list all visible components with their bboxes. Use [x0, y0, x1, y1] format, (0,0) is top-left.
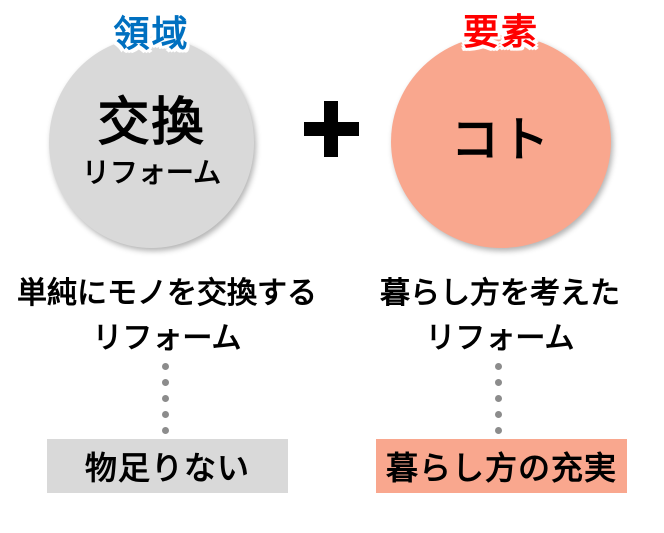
koto-circle: コト [391, 35, 611, 248]
connector-dot [495, 411, 502, 418]
result-box-unsatisfying: 物足りない [47, 439, 288, 493]
connector-dot [495, 395, 502, 402]
plus-vertical-bar [324, 101, 338, 157]
plus-icon: + [304, 101, 359, 157]
dotted-connector-right [495, 363, 502, 434]
element-tag-label: 要素 [462, 11, 539, 52]
koto-circle-title: コト [450, 114, 551, 168]
connector-dot [495, 427, 502, 434]
connector-dot [162, 395, 169, 402]
connector-dot [162, 411, 169, 418]
connector-dot [162, 379, 169, 386]
koto-caption-line2: リフォーム [425, 322, 575, 355]
connector-dot [162, 427, 169, 434]
exchange-reform-circle: 交換 リフォーム [49, 37, 254, 248]
plus-operator-text: + [304, 101, 305, 102]
koto-caption-line1: 暮らし方を考えた [380, 277, 620, 310]
exchange-circle-title: 交換 [97, 94, 206, 153]
exchange-caption-line1: 単純にモノを交換する [17, 277, 317, 310]
dotted-connector-left [162, 363, 169, 434]
connector-dot [495, 379, 502, 386]
exchange-caption: 単純にモノを交換する リフォーム [12, 271, 322, 361]
connector-dot [495, 363, 502, 370]
exchange-circle-subtitle: リフォーム [81, 156, 222, 188]
koto-caption: 暮らし方を考えた リフォーム [347, 271, 653, 361]
exchange-caption-line2: リフォーム [92, 322, 242, 355]
connector-dot [162, 363, 169, 370]
domain-tag-label: 領域 [113, 13, 190, 54]
result-box-lifestyle-fulfillment: 暮らし方の充実 [376, 439, 627, 493]
